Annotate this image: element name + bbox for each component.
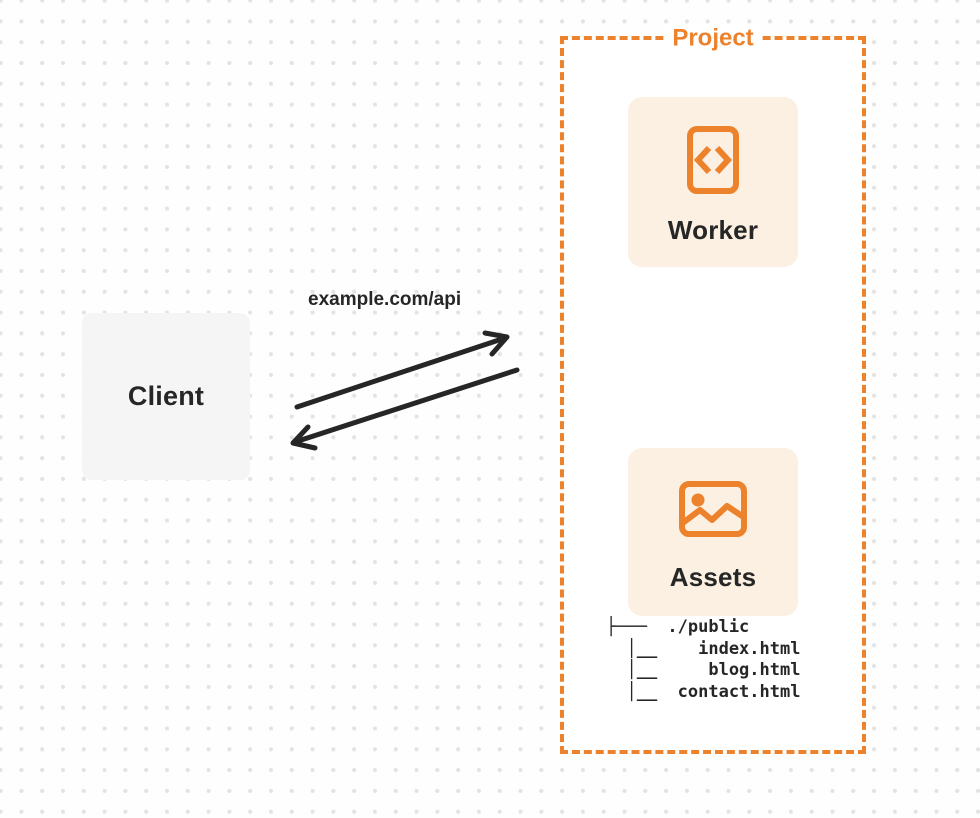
- worker-node: Worker: [628, 97, 798, 267]
- request-arrow: [294, 330, 510, 410]
- tree-line-contact: │__ contact.html: [606, 681, 801, 702]
- image-icon: [679, 481, 747, 537]
- tree-line-root: ├─── ./public: [606, 617, 750, 637]
- code-file-icon: [687, 126, 739, 194]
- assets-label: Assets: [669, 562, 757, 592]
- assets-file-tree: ├─── ./public │__ index.html │__ blog.ht…: [606, 617, 800, 703]
- request-url-label: example.com/api: [308, 289, 462, 310]
- project-label: Project: [664, 24, 762, 53]
- response-arrow: [290, 367, 520, 451]
- project-boundary: Project Worker Assets ├─── ./public │__ …: [560, 24, 866, 754]
- tree-line-index: │__ index.html: [606, 638, 801, 659]
- client-node: Client: [82, 313, 250, 480]
- worker-label: Worker: [667, 215, 759, 245]
- tree-line-blog: │__ blog.html: [606, 660, 801, 680]
- client-label: Client: [127, 381, 205, 411]
- assets-node: Assets: [628, 448, 798, 616]
